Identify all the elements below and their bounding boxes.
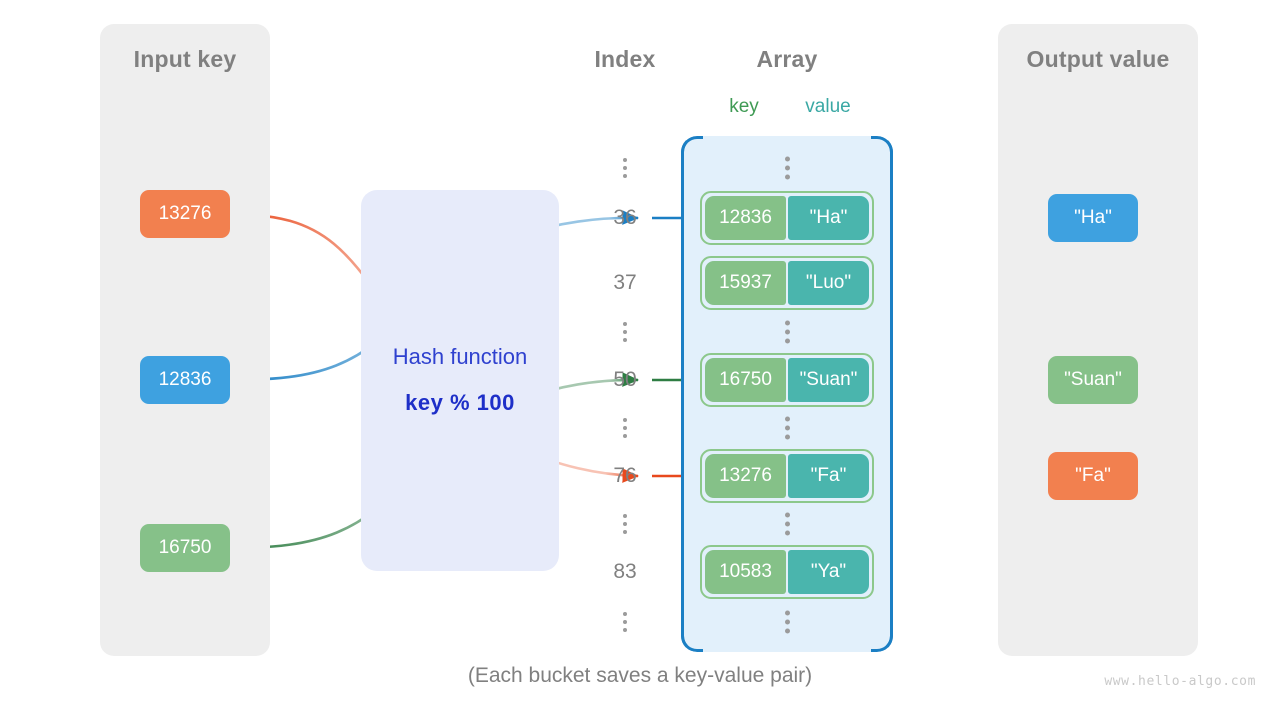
output-value-pill[interactable]: "Ha" <box>1048 194 1138 242</box>
input-key-pill[interactable]: 16750 <box>140 524 230 572</box>
watermark: www.hello-algo.com <box>1104 674 1256 689</box>
vertical-ellipsis <box>602 158 648 178</box>
hash-function-formula: key % 100 <box>405 390 515 415</box>
index-label: 76 <box>613 464 637 487</box>
input-panel-title: Input key <box>133 46 237 72</box>
bucket-key: 10583 <box>705 550 786 594</box>
bucket[interactable]: 15937"Luo" <box>700 256 874 310</box>
index-label: 36 <box>613 206 637 229</box>
input-key-pill[interactable]: 13276 <box>140 190 230 238</box>
bucket[interactable]: 13276"Fa" <box>700 449 874 503</box>
vertical-ellipsis <box>602 322 648 342</box>
input-key-pill[interactable]: 12836 <box>140 356 230 404</box>
bucket-key: 12836 <box>705 196 786 240</box>
index-column-header: Index <box>594 46 656 72</box>
output-value-panel <box>998 24 1198 656</box>
bucket-value: "Ya" <box>788 550 869 594</box>
bucket[interactable]: 16750"Suan" <box>700 353 874 407</box>
bucket-key: 13276 <box>705 454 786 498</box>
bucket-value: "Luo" <box>788 261 869 305</box>
key-column-header: key <box>729 96 759 117</box>
vertical-ellipsis <box>681 610 893 634</box>
output-value-pill[interactable]: "Fa" <box>1048 452 1138 500</box>
index-label: 83 <box>613 560 637 583</box>
hash-function-box <box>361 190 559 571</box>
vertical-ellipsis <box>681 512 893 536</box>
output-panel-title: Output value <box>1026 46 1170 72</box>
vertical-ellipsis <box>681 320 893 344</box>
array-column-header: Array <box>756 46 818 72</box>
index-label: 50 <box>613 368 637 391</box>
bucket-value: "Suan" <box>788 358 869 402</box>
vertical-ellipsis <box>681 156 893 180</box>
index-label: 37 <box>613 271 637 294</box>
vertical-ellipsis <box>681 416 893 440</box>
bucket-key: 15937 <box>705 261 786 305</box>
vertical-ellipsis <box>602 514 648 534</box>
bucket-value: "Fa" <box>788 454 869 498</box>
bucket-value: "Ha" <box>788 196 869 240</box>
hash-function-label: Hash function <box>392 344 528 369</box>
value-column-header: value <box>805 96 851 117</box>
output-value-pill[interactable]: "Suan" <box>1048 356 1138 404</box>
bucket[interactable]: 12836"Ha" <box>700 191 874 245</box>
bucket-key: 16750 <box>705 358 786 402</box>
vertical-ellipsis <box>602 612 648 632</box>
vertical-ellipsis <box>602 418 648 438</box>
diagram-caption: (Each bucket saves a key-value pair) <box>467 664 813 687</box>
bucket[interactable]: 10583"Ya" <box>700 545 874 599</box>
